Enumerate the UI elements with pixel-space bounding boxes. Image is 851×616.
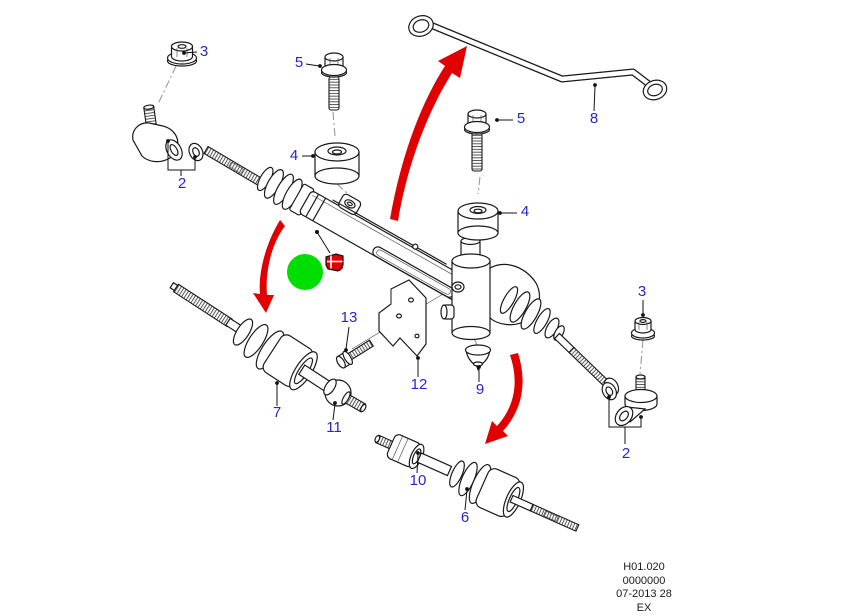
arrow-down-right — [485, 353, 523, 444]
arrow-down-left — [253, 220, 285, 313]
part-joint-10-and-boot-6 — [374, 434, 580, 532]
part-tie-rod-end-2-right — [601, 374, 658, 427]
part-nut-3-right — [630, 316, 656, 341]
red-part-marker-icon[interactable] — [325, 253, 344, 272]
part-rack-housing — [256, 166, 473, 304]
callout-10[interactable]: 10 — [409, 472, 427, 489]
callout-7[interactable]: 7 — [272, 404, 282, 421]
callout-13[interactable]: 13 — [340, 309, 358, 326]
part-tie-rod-end-2-left — [132, 104, 264, 187]
callout-11[interactable]: 11 — [326, 419, 342, 436]
figure-date: 07-2013 28 — [616, 588, 672, 600]
part-bolt-13 — [335, 339, 375, 369]
callout-2-right[interactable]: 2 — [621, 445, 631, 462]
callout-3-left[interactable]: 3 — [199, 43, 209, 60]
callout-8[interactable]: 8 — [589, 110, 599, 127]
figure-code: 0000000 — [622, 574, 666, 587]
part-plug-9 — [464, 344, 492, 371]
part-bushing-4-right — [457, 202, 499, 241]
part-valve-housing — [440, 226, 610, 387]
callout-4-right[interactable]: 4 — [520, 203, 530, 220]
part-nut-3-left — [166, 41, 198, 67]
callout-2-left[interactable]: 2 — [177, 175, 187, 192]
part-bushing-4-left — [314, 142, 360, 185]
callout-5-left[interactable]: 5 — [294, 54, 304, 71]
arrow-up-to-pipe — [390, 46, 467, 221]
hotspot-anchor-dot — [315, 230, 319, 234]
part-pipe-8 — [408, 15, 668, 101]
callout-5-right[interactable]: 5 — [516, 110, 526, 127]
callout-12[interactable]: 12 — [410, 376, 428, 393]
part-boot-7-and-joint-11 — [169, 281, 367, 413]
green-hotspot-circle[interactable] — [287, 254, 323, 290]
figure-variant: EX — [636, 601, 652, 614]
hotspot-leader — [316, 231, 331, 254]
callout-3-right[interactable]: 3 — [637, 283, 647, 300]
callout-6[interactable]: 6 — [460, 509, 470, 526]
figure-number: H01.020 — [623, 561, 665, 573]
part-bolt-5-right — [463, 109, 491, 172]
part-bolt-5-left — [320, 52, 348, 111]
part-bracket-12 — [378, 279, 427, 357]
figure-reference-block: H01.020 0000000 07-2013 28 EX — [594, 561, 694, 615]
callout-4-left[interactable]: 4 — [289, 147, 299, 164]
callout-leaders — [166, 51, 645, 511]
callout-9[interactable]: 9 — [475, 381, 485, 398]
